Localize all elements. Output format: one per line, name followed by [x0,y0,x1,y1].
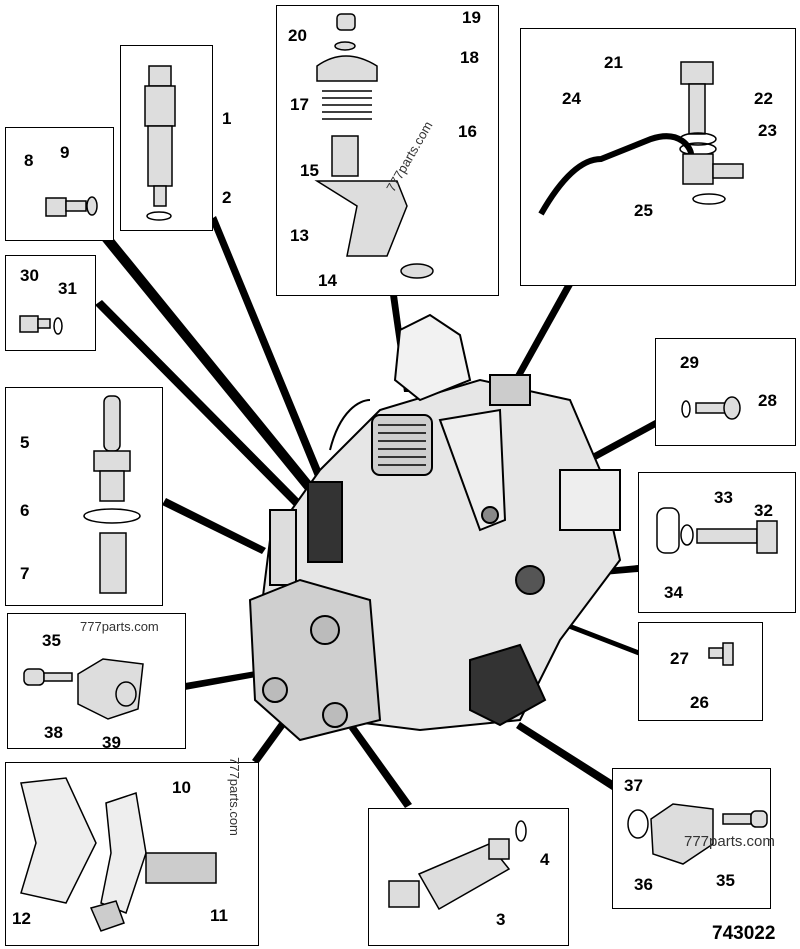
callout: 10 [172,778,191,797]
callout: 3 [496,910,506,929]
detail-box-fitting-filter [5,387,163,606]
callout: 1 [222,109,232,128]
detail-box-banjo-bolt [638,472,796,613]
callout: 9 [60,143,70,162]
watermark: 777parts.com [80,619,159,634]
callout: 37 [624,776,643,795]
callout: 13 [290,226,309,245]
callout: 4 [540,850,550,869]
callout: 29 [680,353,699,372]
callout: 36 [634,875,653,894]
callout: 25 [634,201,653,220]
callout: 19 [462,8,481,27]
callout: 21 [604,53,623,72]
callout: 35 [716,871,735,890]
callout: 7 [20,564,30,583]
callout: 6 [20,501,30,520]
watermark: 777parts.com [684,833,775,850]
detail-box-fuel-pipe [520,28,796,286]
callout: 15 [300,161,319,180]
injection-pump [248,313,622,742]
callout: 33 [714,488,733,507]
callout: 28 [758,391,777,410]
callout: 34 [664,583,683,602]
detail-box-gasket-union [5,762,259,946]
detail-box-bolt-washer [5,127,114,241]
callout: 32 [754,501,773,520]
callout: 38 [44,723,63,742]
callout: 14 [318,271,337,290]
callout: 27 [670,649,689,668]
callout: 17 [290,95,309,114]
callout: 8 [24,151,34,170]
callout: 30 [20,266,39,285]
detail-box-screw-seal [5,255,96,351]
detail-box-plug [638,622,763,721]
watermark: 777parts.com [226,757,242,836]
detail-box-sensor [120,45,213,231]
callout: 20 [288,26,307,45]
callout: 35 [42,631,61,650]
callout: 23 [758,121,777,140]
callout: 11 [210,906,228,925]
figure-number: 743022 [712,923,776,944]
callout: 39 [102,733,121,752]
callout: 18 [460,48,479,67]
detail-box-cover-plate-left [7,613,186,749]
detail-box-switch [368,808,569,946]
detail-box-cover-plate-right [612,768,771,909]
callout: 2 [222,188,232,207]
detail-box-governor [276,5,499,296]
callout: 26 [690,693,709,712]
detail-box-screw-ring [655,338,796,446]
callout: 5 [20,433,30,452]
callout: 31 [58,279,77,298]
callout: 24 [562,89,581,108]
callout: 16 [458,122,477,141]
callout: 22 [754,89,773,108]
callout: 12 [12,909,31,928]
